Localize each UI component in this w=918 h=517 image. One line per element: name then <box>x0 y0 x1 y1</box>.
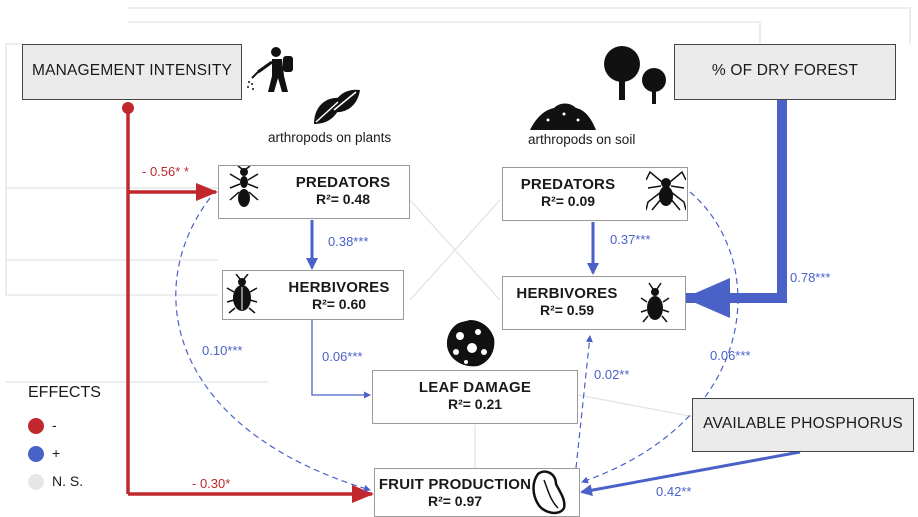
plant-predators-r2: R²= 0.48 <box>315 191 371 207</box>
coef-soil-pred-fruit: 0.06*** <box>710 348 751 363</box>
beetle-icon <box>640 282 670 323</box>
mgmt-origin-dot <box>122 102 134 114</box>
coef-herb-leaf: 0.06*** <box>322 349 363 364</box>
phos-to-fruit-arrow <box>580 450 801 497</box>
spider-icon <box>646 170 686 211</box>
soil-predators-label: PREDATORS <box>520 176 616 193</box>
legend-negative-label: - <box>52 417 57 433</box>
coef-plant-pred-fruit: 0.10*** <box>202 343 243 358</box>
ns-path-top <box>128 21 761 44</box>
soil-predators-r2: R²= 0.09 <box>540 193 596 209</box>
soil-herbivores-label: HERBIVORES <box>516 285 618 302</box>
legend-negative-swatch <box>28 418 44 434</box>
coef-phos-fruit: 0.42** <box>656 484 692 499</box>
legend-ns-swatch <box>28 474 44 490</box>
leaf-damage-box: LEAF DAMAGE R²= 0.21 <box>372 370 578 424</box>
plant-herbivores-box: HERBIVORES R²= 0.60 <box>222 270 404 320</box>
plant-pred-to-fruit-dashed <box>175 197 371 492</box>
forest-to-herb-arrow <box>684 100 787 318</box>
plant-predators-label: PREDATORS <box>295 174 391 191</box>
herb-to-leaf-arrow <box>311 320 371 399</box>
soil-group-label: arthropods on soil <box>528 132 636 147</box>
coef-forest-herb: 0.78*** <box>790 270 831 285</box>
management-intensity-box: MANAGEMENT INTENSITY <box>22 44 242 100</box>
soil-predators-box: PREDATORS R²= 0.09 <box>502 167 688 221</box>
ns-path-leaf-phos <box>577 394 701 419</box>
farmer-spraying-icon <box>247 47 293 92</box>
fruit-production-r2: R²= 0.97 <box>427 493 483 509</box>
coef-mgmt-fruit: - 0.30* <box>192 476 231 491</box>
coef-fruit-soil-herb: 0.02** <box>594 367 630 382</box>
legend-title: EFFECTS <box>28 384 101 401</box>
fruit-production-box: FRUIT PRODUCTION R²= 0.97 <box>374 468 580 517</box>
leaf-damage-r2: R²= 0.21 <box>447 396 503 412</box>
ns-path-outer-top <box>128 7 911 44</box>
phosphorus-box: AVAILABLE PHOSPHORUS <box>692 398 914 452</box>
fruit-production-label: FRUIT PRODUCTION <box>378 476 532 493</box>
plant-herbivores-r2: R²= 0.60 <box>311 296 367 312</box>
positive-paths <box>175 100 801 497</box>
phosphorus-label: AVAILABLE PHOSPHORUS <box>703 415 903 432</box>
ant-icon <box>229 166 259 207</box>
leaf-damage-label: LEAF DAMAGE <box>418 379 532 396</box>
legend-ns-label: N. S. <box>52 473 84 489</box>
soil-mound-icon <box>530 103 596 130</box>
ns-paths <box>5 7 911 468</box>
fruit-icon <box>532 470 566 515</box>
coef-mgmt-predators: - 0.56* * <box>142 164 189 179</box>
leaf-damage-icon <box>446 320 495 367</box>
plants-group-label: arthropods on plants <box>268 130 392 145</box>
legend-positive-swatch <box>28 446 44 462</box>
dry-forest-box: % OF DRY FOREST <box>674 44 896 100</box>
soil-pred-to-fruit-dashed <box>581 191 739 484</box>
legend-positive-label: + <box>52 445 61 461</box>
aphid-icon <box>226 274 258 314</box>
soil-herbivores-r2: R²= 0.59 <box>539 302 595 318</box>
trees-icon <box>604 46 666 104</box>
ns-path-cross-2 <box>409 199 501 301</box>
negative-paths <box>122 102 374 503</box>
coef-plant-pred-herb: 0.38*** <box>328 234 369 249</box>
fruit-to-soil-herb-dashed <box>575 335 593 469</box>
ns-path-left-outer <box>5 43 218 296</box>
dry-forest-label: % OF DRY FOREST <box>711 62 859 79</box>
leaves-icon <box>314 89 360 124</box>
management-intensity-label: MANAGEMENT INTENSITY <box>31 62 233 79</box>
plant-herbivores-label: HERBIVORES <box>288 279 390 296</box>
coef-soil-pred-herb: 0.37*** <box>610 232 651 247</box>
